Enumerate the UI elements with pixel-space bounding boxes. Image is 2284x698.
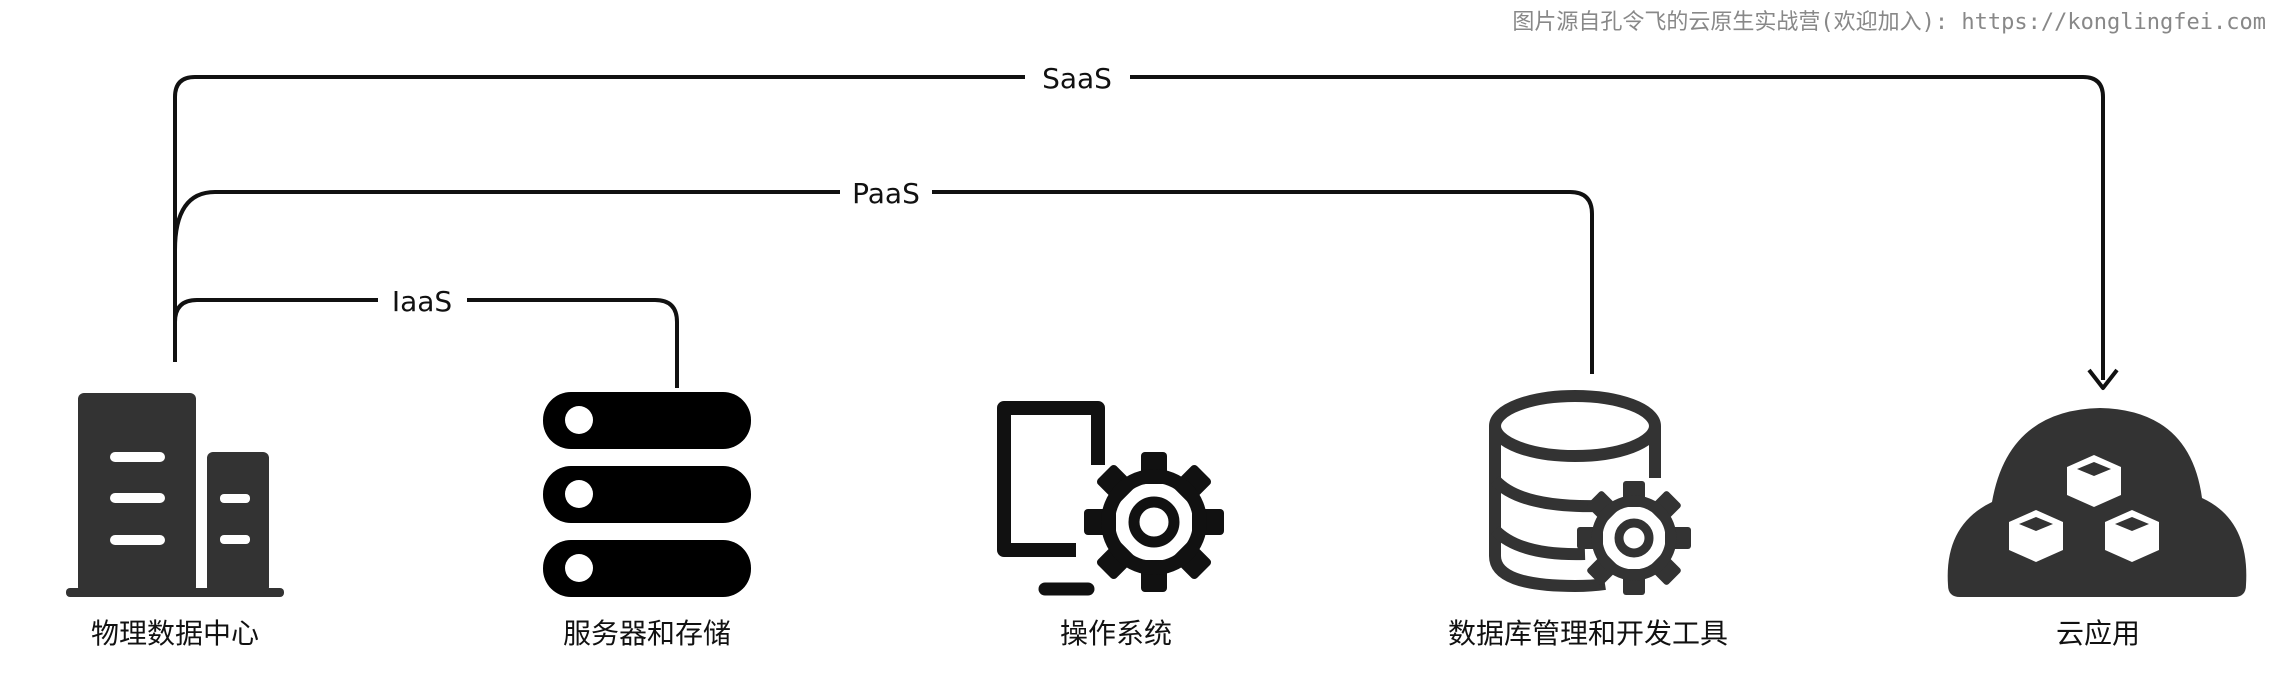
saas-bracket — [173, 75, 2119, 390]
database-gear-icon — [1489, 390, 1691, 595]
iaas-label: IaaS — [392, 285, 452, 318]
building-icon — [66, 393, 284, 597]
server-icon — [543, 392, 751, 597]
watermark-text: 图片源自孔令飞的云原生实战营(欢迎加入): https://konglingfe… — [1512, 10, 2266, 35]
component-label: 物理数据中心 — [91, 617, 259, 650]
component-label: 数据库管理和开发工具 — [1448, 617, 1728, 650]
monitor-gear-icon — [997, 401, 1224, 596]
component-label: 操作系统 — [1060, 617, 1172, 650]
paas-label: PaaS — [852, 177, 920, 210]
iaas-bracket — [173, 298, 679, 388]
paas-bracket — [173, 190, 1594, 374]
cloud-cubes-icon — [1947, 408, 2247, 597]
component-label: 云应用 — [2056, 617, 2140, 650]
component-label: 服务器和存储 — [563, 617, 731, 650]
saas-label: SaaS — [1042, 62, 1112, 95]
